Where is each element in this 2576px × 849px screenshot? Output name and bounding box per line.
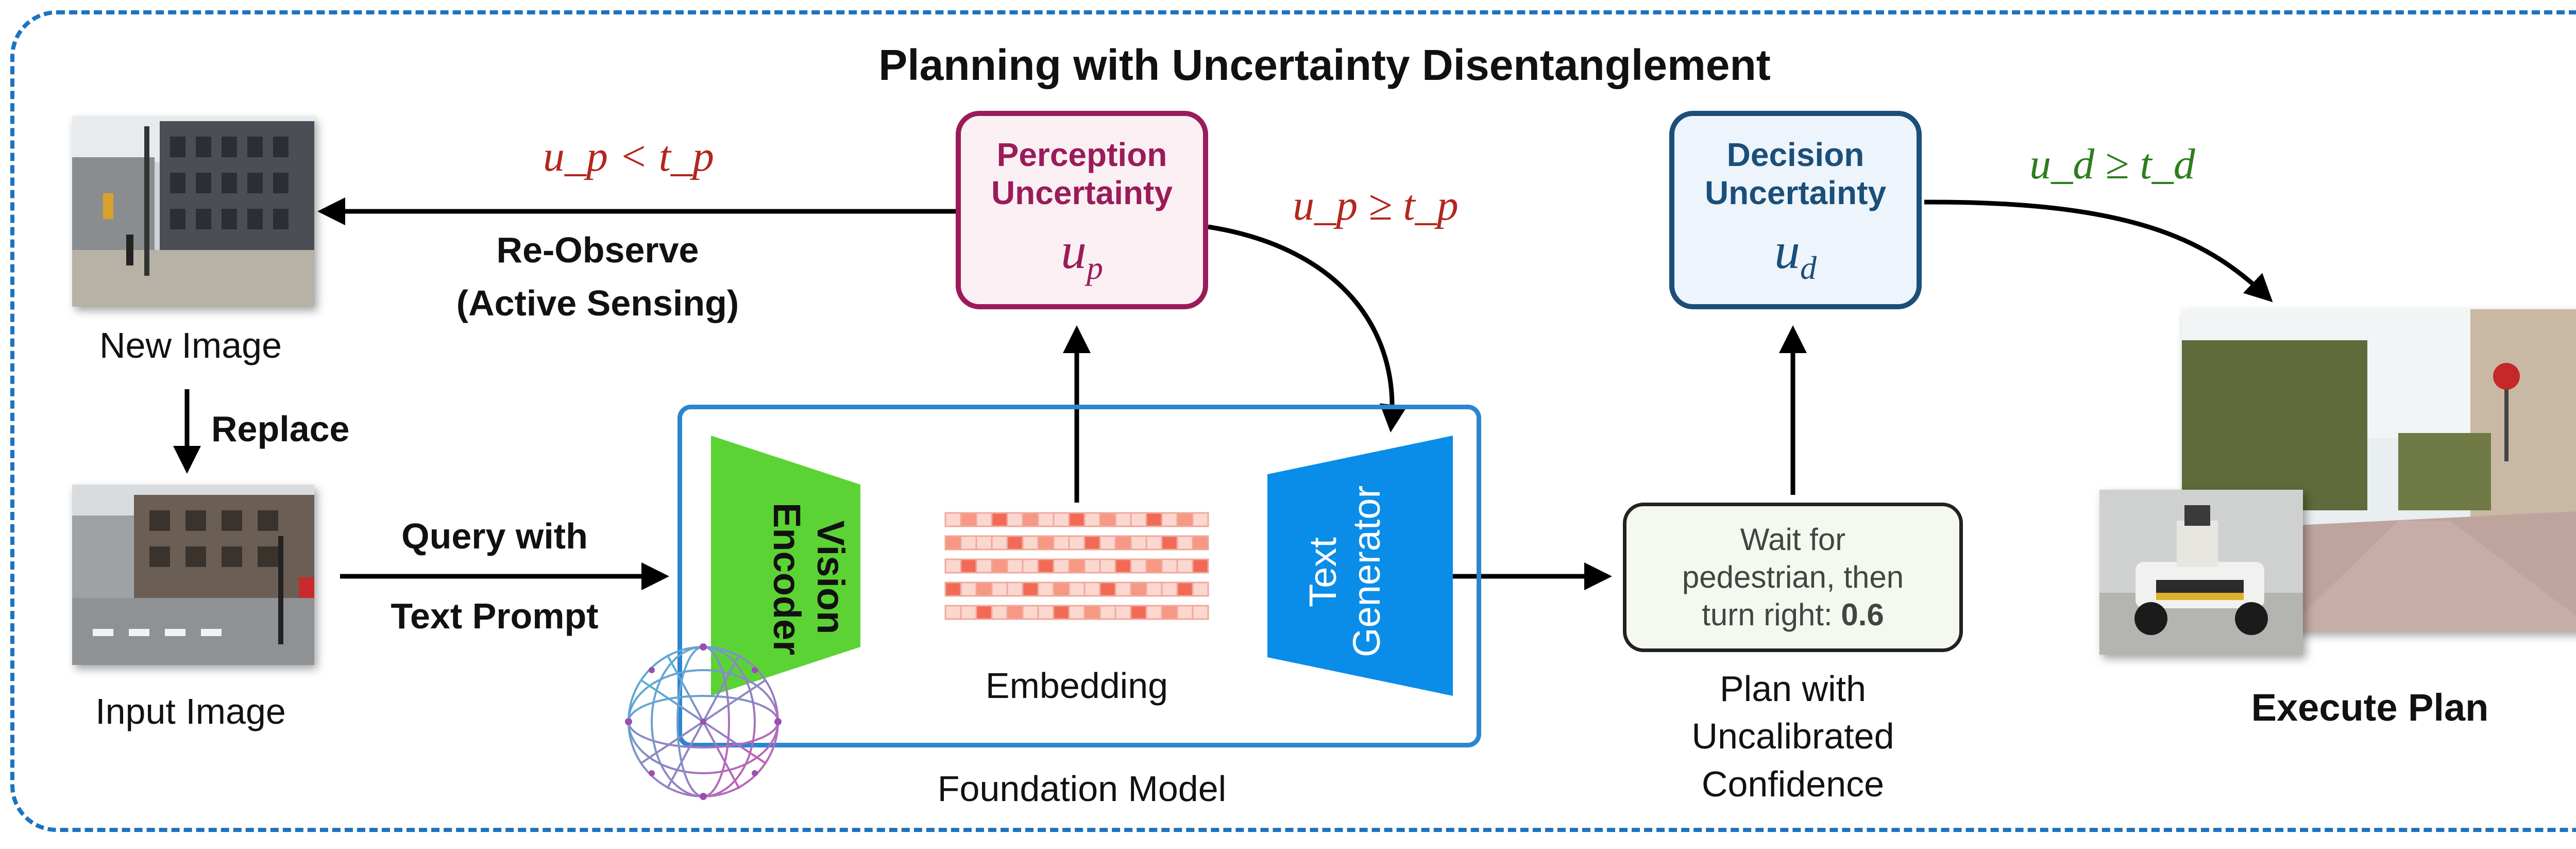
vision-encoder-line2: Encoder xyxy=(765,503,808,656)
foundation-model-sphere-icon xyxy=(625,643,782,800)
replace-label: Replace xyxy=(211,409,350,449)
text-generator-line1: Text xyxy=(1301,537,1344,607)
foundation-model-box xyxy=(677,405,1481,747)
plan-confidence: 0.6 xyxy=(1841,597,1884,632)
perception-symbol: up xyxy=(961,221,1203,287)
query-label-line2: Text Prompt xyxy=(391,596,599,636)
embedding-row-2 xyxy=(944,535,1209,551)
vision-encoder-line1: Vision xyxy=(809,520,852,635)
perception-to-generator-arrow xyxy=(1208,224,1408,432)
new-image-label: New Image xyxy=(99,325,282,365)
text-generator-line2: Generator xyxy=(1345,485,1388,657)
decision-symbol-sub: d xyxy=(1800,249,1817,286)
text-generator-shape xyxy=(1267,436,1453,696)
input-image xyxy=(72,485,314,665)
decision-title-line2: Uncertainty xyxy=(1704,174,1887,211)
input-image-label: Input Image xyxy=(95,691,286,731)
reobserve-label-line2: (Active Sensing) xyxy=(456,283,739,323)
embedding-row-1 xyxy=(944,512,1209,527)
condition-decision: u_d ≥ t_d xyxy=(2029,140,2195,188)
model-shapes xyxy=(711,436,1453,696)
plan-line2: pedestrian, then xyxy=(1682,560,1904,595)
decision-symbol: ud xyxy=(1674,221,1917,287)
text-generator-label: Text Generator xyxy=(1301,485,1430,657)
perception-symbol-base: u xyxy=(1061,222,1087,279)
reobserve-label-line1: Re-Observe xyxy=(496,230,699,270)
query-label-line1: Query with xyxy=(401,516,588,556)
vision-encoder-label: Vision Encoder xyxy=(724,503,853,656)
diagram-title: Planning with Uncertainty Disentanglemen… xyxy=(878,41,1771,89)
embedding-row-4 xyxy=(944,581,1209,597)
perception-title-line2: Uncertainty xyxy=(991,174,1173,211)
decision-uncertainty-box: Decision Uncertainty ud xyxy=(1669,111,1922,309)
plan-caption: Plan with Uncalibrated Confidence xyxy=(1618,665,1968,808)
vision-encoder-shape xyxy=(711,436,860,696)
embedding-row-5 xyxy=(944,605,1209,620)
embedding-grid xyxy=(944,512,1209,620)
plan-box: Wait for pedestrian, then turn right: 0.… xyxy=(1623,503,1963,652)
embedding-row-3 xyxy=(944,558,1209,574)
outer-dashed-frame xyxy=(10,10,2576,832)
embedding-label: Embedding xyxy=(985,665,1168,706)
plan-caption-line3: Confidence xyxy=(1701,763,1885,804)
new-image xyxy=(72,116,314,307)
foundation-model-caption: Foundation Model xyxy=(937,769,1227,809)
plan-caption-line1: Plan with xyxy=(1719,669,1867,709)
plan-line3-prefix: turn right: xyxy=(1702,597,1841,632)
plan-caption-line2: Uncalibrated xyxy=(1691,716,1894,757)
decision-symbol-base: u xyxy=(1774,222,1800,279)
perception-title-line1: Perception xyxy=(996,136,1167,173)
condition-low: u_p < t_p xyxy=(543,132,715,180)
decision-to-execute-arrow xyxy=(1924,199,2273,303)
decision-title-line1: Decision xyxy=(1726,136,1865,173)
execute-robot-image xyxy=(2099,490,2303,655)
execute-plan-label: Execute Plan xyxy=(2251,686,2489,729)
perception-symbol-sub: p xyxy=(1087,249,1103,286)
plan-line3: turn right: 0.6 xyxy=(1626,596,1959,634)
condition-high: u_p ≥ t_p xyxy=(1293,181,1459,229)
perception-uncertainty-box: Perception Uncertainty up xyxy=(956,111,1208,309)
plan-line1: Wait for xyxy=(1740,522,1846,557)
